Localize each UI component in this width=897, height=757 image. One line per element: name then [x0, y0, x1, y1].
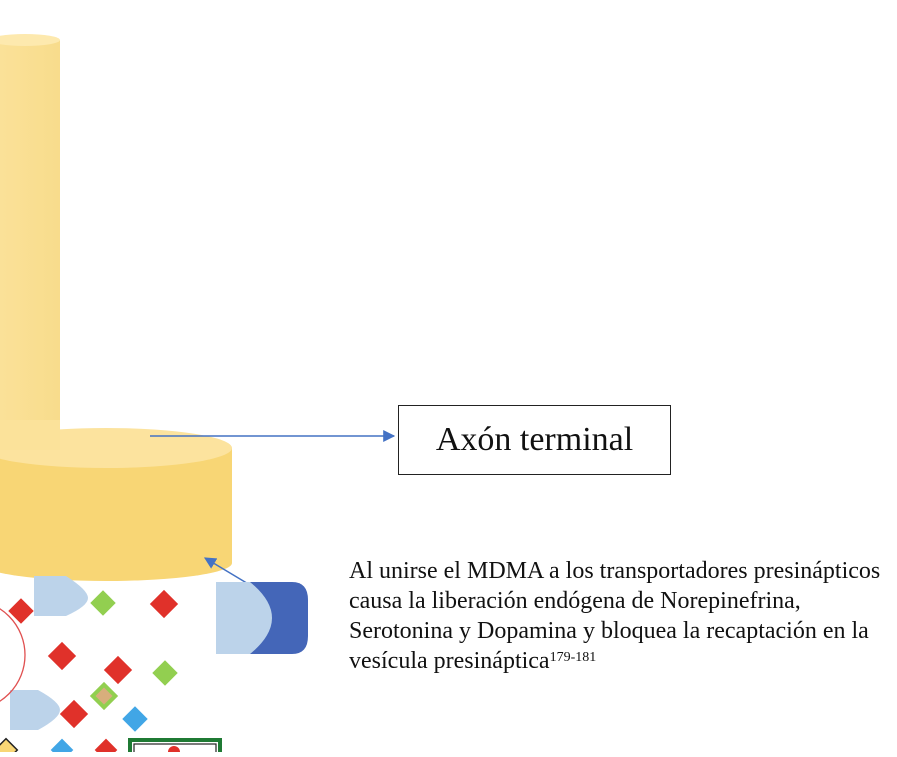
transporter-left-icon	[34, 576, 88, 616]
caption-reference: 179-181	[550, 650, 597, 665]
caption-text: Al unirse el MDMA a los transportadores …	[349, 558, 880, 674]
transporter-icon	[216, 582, 308, 654]
axon-terminal-shape	[0, 420, 232, 581]
molecule-red	[95, 739, 118, 752]
molecule-green	[152, 660, 177, 685]
molecule-red	[150, 590, 178, 618]
molecule-red	[104, 656, 132, 684]
mechanism-caption: Al unirse el MDMA a los transportadores …	[349, 556, 889, 752]
transporter-bottom-icon	[10, 690, 60, 730]
molecule-red	[60, 700, 88, 728]
molecule-blue	[51, 739, 74, 752]
axon-stem	[0, 34, 60, 460]
molecule-yellow	[0, 739, 17, 752]
axon-terminal-label: Axón terminal	[398, 405, 671, 475]
molecule-red	[48, 642, 76, 670]
molecule-blue	[122, 706, 147, 731]
molecule-green	[90, 590, 115, 615]
axon-terminal-label-text: Axón terminal	[436, 421, 633, 459]
